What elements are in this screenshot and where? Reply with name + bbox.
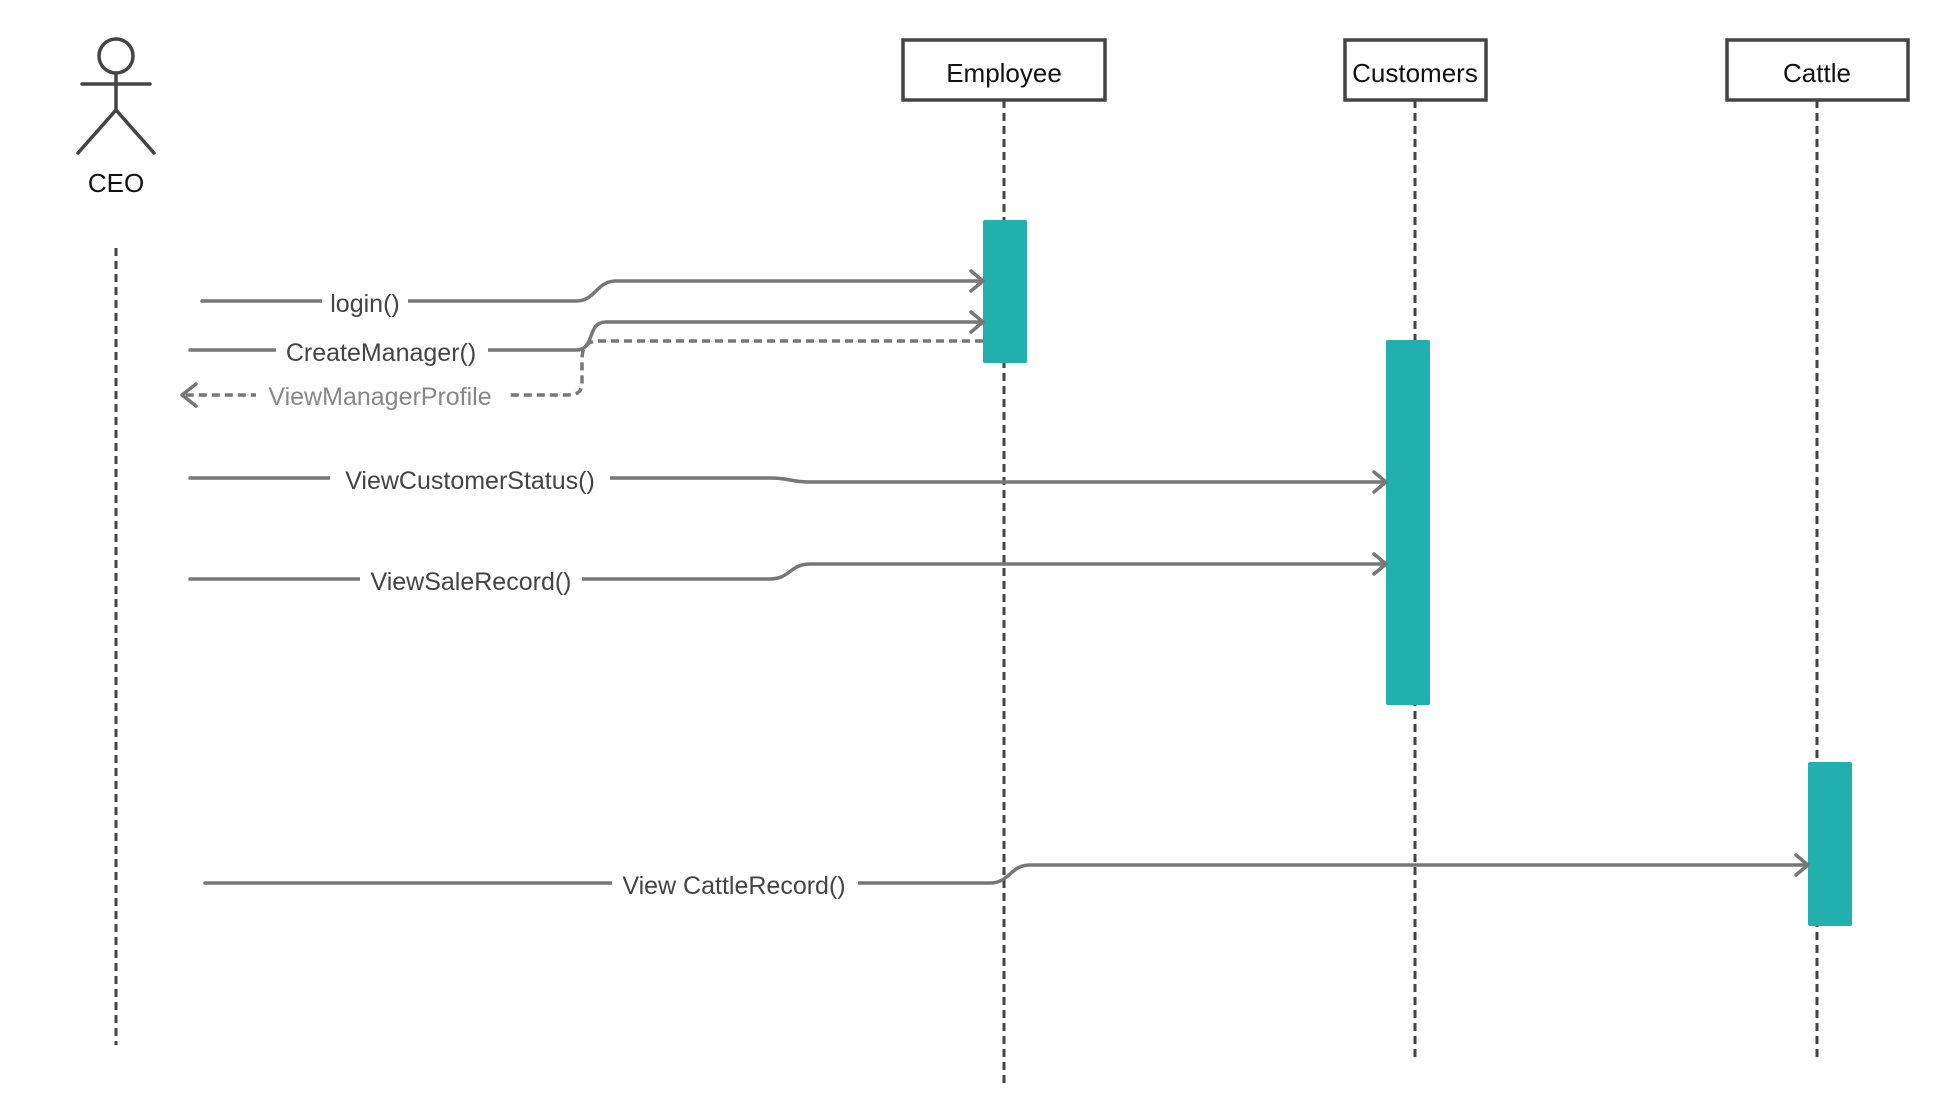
message-view-cattle-record: View CattleRecord(): [203, 853, 1810, 900]
label-background: [330, 461, 610, 495]
message-create-manager: CreateManager(): [188, 310, 985, 367]
participant-label: Customers: [1352, 58, 1478, 88]
arrow-head-icon: [1794, 853, 1810, 877]
participant-customers: Customers: [1343, 38, 1488, 102]
participant-label: Cattle: [1783, 58, 1851, 88]
message-line: [188, 476, 1388, 484]
participant-box: [1343, 38, 1488, 102]
message-label: ViewManagerProfile: [268, 383, 491, 411]
participant-employee: Employee: [901, 38, 1107, 102]
label-background: [256, 378, 506, 412]
message-label: login(): [330, 290, 399, 318]
message-line: [203, 863, 1810, 885]
actor-ceo: CEO: [76, 37, 156, 198]
arrow-head-icon: [1372, 552, 1388, 576]
arrow-head-icon: [180, 382, 198, 408]
activation-customers: [1386, 340, 1430, 705]
stick-figure-icon: [76, 37, 156, 155]
message-view-customer-status: ViewCustomerStatus(): [188, 461, 1388, 495]
activation-employee: [983, 220, 1027, 363]
message-line: [188, 562, 1388, 581]
participant-cattle: Cattle: [1725, 38, 1910, 102]
arrow-head-icon: [969, 269, 985, 293]
label-background: [276, 333, 488, 367]
message-view-sale-record: ViewSaleRecord(): [188, 552, 1388, 596]
label-background: [360, 562, 582, 596]
actor-label: CEO: [88, 168, 144, 198]
participant-box: [901, 38, 1107, 102]
activation-cattle: [1808, 762, 1852, 926]
message-login: login(): [200, 269, 985, 318]
message-line: [200, 279, 985, 303]
message-line: [188, 320, 985, 352]
message-label: ViewSaleRecord(): [370, 568, 571, 596]
participant-label: Employee: [946, 58, 1062, 88]
return-line: [184, 339, 983, 397]
message-label: CreateManager(): [286, 339, 476, 367]
message-label: View CattleRecord(): [622, 872, 845, 900]
label-background: [612, 866, 858, 900]
arrow-head-icon: [1372, 470, 1388, 494]
arrow-head-icon: [969, 310, 985, 334]
label-background: [322, 284, 408, 318]
message-view-manager-profile: ViewManagerProfile: [180, 339, 983, 412]
message-label: ViewCustomerStatus(): [345, 467, 595, 495]
